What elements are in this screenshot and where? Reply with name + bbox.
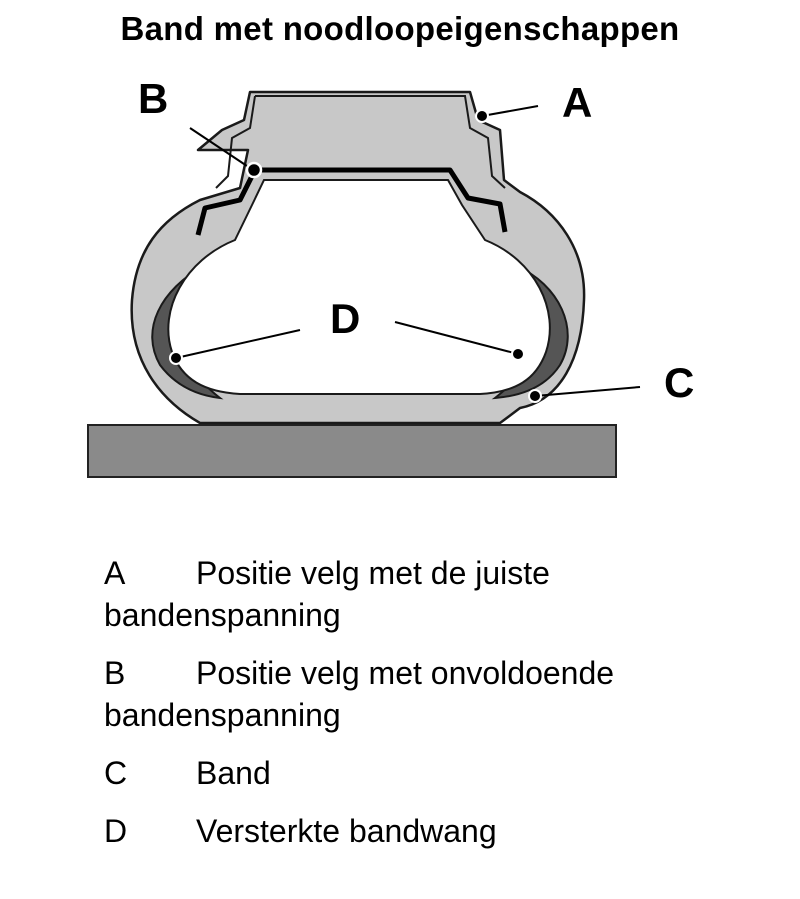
rim-position-insufficient-pressure [195, 167, 508, 236]
marker-dot-a [475, 109, 489, 123]
legend-item-d: D Versterkte bandwang [104, 810, 794, 852]
legend-text: Positie velg met de juiste bandenspannin… [104, 555, 550, 633]
leader-line-c [534, 386, 641, 397]
legend-key: B [104, 655, 126, 691]
tire-diagram: A B C D [87, 75, 694, 478]
legend-text: Positie velg met onvoldoende bandenspann… [104, 655, 615, 733]
legend-text: Versterkte bandwang [196, 813, 497, 849]
leader-line-b [189, 127, 254, 171]
diagram-title: Band met noodloopeigenschappen [120, 10, 680, 47]
marker-dot-b [245, 161, 263, 179]
rim-profile [215, 95, 506, 189]
callout-label-c: C [664, 359, 694, 406]
legend-item-c: C Band [104, 752, 794, 794]
marker-dot-d-right [511, 347, 525, 361]
callout-label-b: B [138, 75, 168, 122]
marker-dot-c [528, 389, 542, 403]
legend-key: C [104, 755, 128, 791]
ground-surface [87, 424, 617, 478]
legend-text: Band [196, 755, 271, 791]
leader-line-d-left [175, 329, 301, 359]
legend-key: D [104, 813, 128, 849]
tire-inner-cavity [167, 179, 551, 395]
leader-line-d-right [394, 321, 519, 355]
callout-label-d: D [330, 295, 360, 342]
callout-label-a: A [562, 79, 592, 126]
legend-key: A [104, 555, 126, 591]
leader-line-a [481, 105, 539, 117]
marker-dot-d-left [169, 351, 183, 365]
